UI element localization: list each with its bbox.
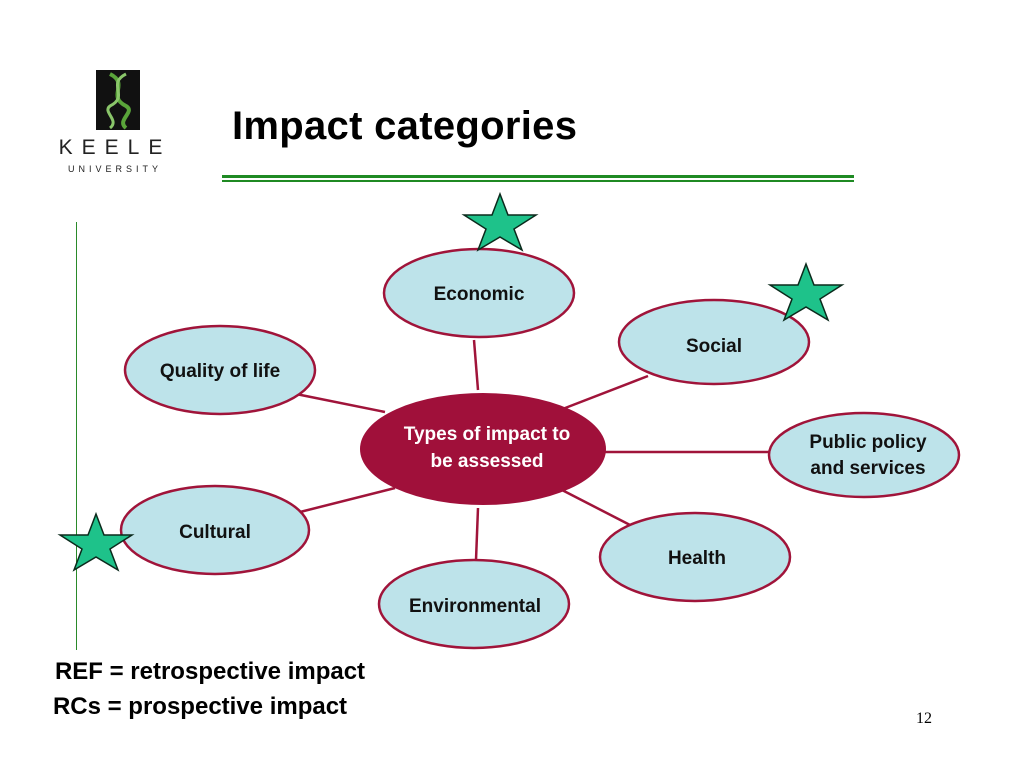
star-icon-cultural [57, 511, 135, 572]
node-social [617, 298, 811, 386]
logo-subtitle: UNIVERSITY [67, 164, 162, 174]
node-health [598, 511, 792, 603]
node-quality-of-life [123, 324, 317, 416]
star-icon-economic [461, 191, 539, 252]
label-economic: Economic [434, 284, 525, 305]
logo-wordmark: KEELE [58, 136, 172, 159]
footnote-ref: REF = retrospective impact [54, 658, 366, 685]
connector-environmental [474, 507, 480, 561]
connector-social [559, 374, 649, 412]
node-center [360, 393, 606, 505]
slide-title: Impact categories [232, 104, 578, 148]
label-environmental: Environmental [409, 596, 541, 617]
label-social: Social [686, 336, 742, 357]
label-public-policy-line2: and services [810, 458, 925, 479]
title-rule-thick [222, 175, 854, 178]
label-public-policy-line1: Public policy [809, 432, 927, 453]
vertical-divider [76, 222, 77, 650]
label-health: Health [668, 548, 726, 569]
node-cultural [119, 484, 311, 576]
connector-economic [472, 339, 480, 391]
label-center-line2: be assessed [430, 451, 543, 472]
footnote-rcs: RCs = prospective impact [52, 693, 348, 720]
connector-health [561, 488, 633, 528]
label-center-line1: Types of impact to [404, 424, 570, 445]
node-public-policy [767, 411, 961, 499]
node-environmental [377, 558, 571, 650]
title-rule-thin [222, 180, 854, 182]
keele-logo: KEELE UNIVERSITY [40, 66, 190, 186]
label-quality-of-life: Quality of life [160, 361, 280, 382]
connector-cultural [299, 486, 396, 514]
connector-quality [295, 392, 386, 414]
label-cultural: Cultural [179, 522, 251, 543]
star-icon-social [767, 261, 845, 322]
keele-dna-icon [96, 70, 140, 130]
page-number: 12 [916, 710, 932, 727]
